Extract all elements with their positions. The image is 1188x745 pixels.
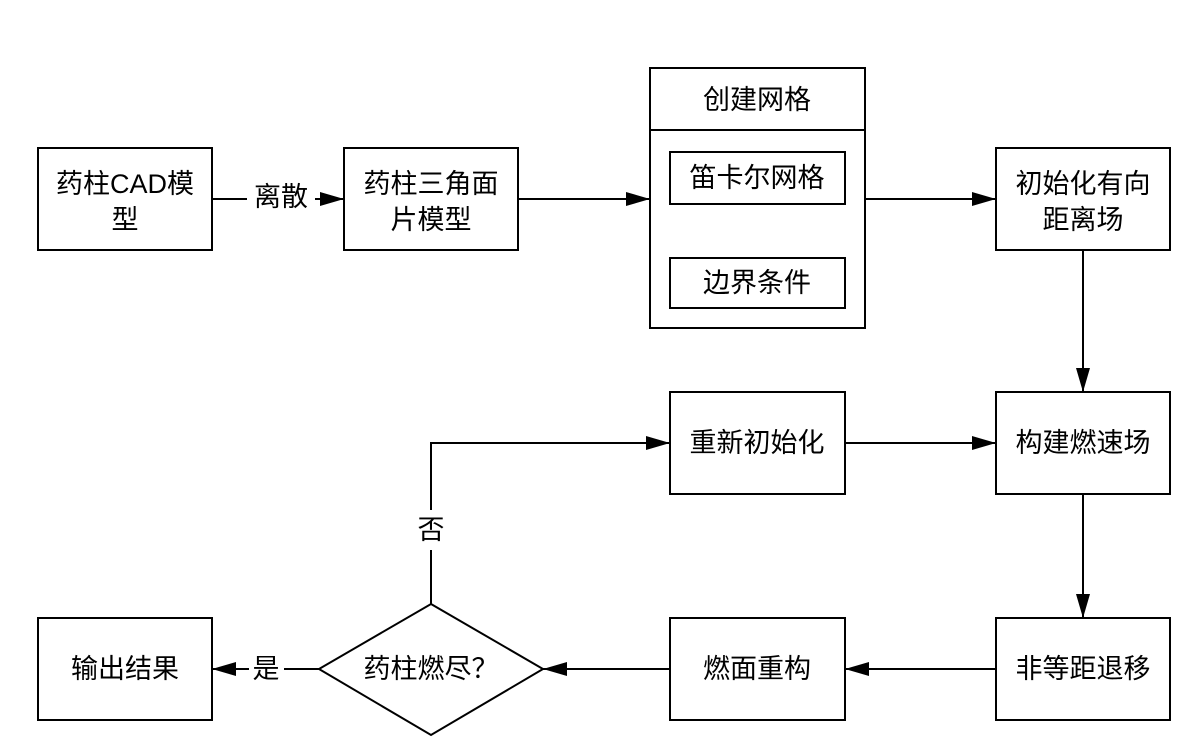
node-create-grid: 创建网格 笛卡尔网格 边界条件	[649, 67, 866, 329]
edge-no-label: 否	[418, 515, 445, 545]
node-cad-model-line-1: 药柱CAD模	[56, 169, 194, 199]
node-burnout-check: 药柱燃尽？	[317, 602, 545, 737]
node-init-sdf-line-2: 距离场	[1043, 205, 1124, 235]
node-surface-reconstruct-label: 燃面重构	[703, 654, 811, 684]
edge-check-to-reinit: 否	[418, 436, 670, 604]
node-reinit-label: 重新初始化	[690, 428, 825, 458]
edge-yes-label: 是	[253, 654, 280, 684]
node-init-sdf: 初始化有向 距离场	[995, 147, 1171, 251]
node-triangle-model-line-2: 片模型	[391, 205, 472, 235]
node-triangle-model: 药柱三角面 片模型	[343, 147, 519, 251]
edge-check-to-output: 是	[212, 654, 319, 684]
node-cad-model: 药柱CAD模 型	[37, 147, 213, 251]
edge-cad-to-triangle: 离散	[212, 182, 344, 212]
node-init-sdf-line-1: 初始化有向	[1016, 169, 1151, 199]
node-non-equal-regression-label: 非等距退移	[1016, 654, 1151, 684]
node-surface-reconstruct: 燃面重构	[669, 617, 846, 721]
create-grid-item-cartesian: 笛卡尔网格	[690, 163, 825, 193]
node-cad-model-line-2: 型	[112, 205, 139, 235]
edge-discretize-label: 离散	[254, 182, 308, 212]
node-burnout-check-label: 药柱燃尽？	[364, 654, 499, 684]
create-grid-item-boundary-box	[669, 257, 846, 309]
node-non-equal-regression: 非等距退移	[995, 617, 1171, 721]
node-output-label: 输出结果	[71, 654, 179, 684]
create-grid-item-boundary: 边界条件	[703, 268, 811, 298]
create-grid-title: 创建网格	[703, 85, 811, 115]
node-burn-rate-field: 构建燃速场	[995, 391, 1171, 495]
node-triangle-model-line-1: 药柱三角面	[364, 169, 499, 199]
node-burn-rate-field-label: 构建燃速场	[1016, 428, 1151, 458]
create-grid-item-cartesian-box	[669, 151, 846, 205]
node-reinit: 重新初始化	[669, 391, 846, 495]
node-output: 输出结果	[37, 617, 213, 721]
